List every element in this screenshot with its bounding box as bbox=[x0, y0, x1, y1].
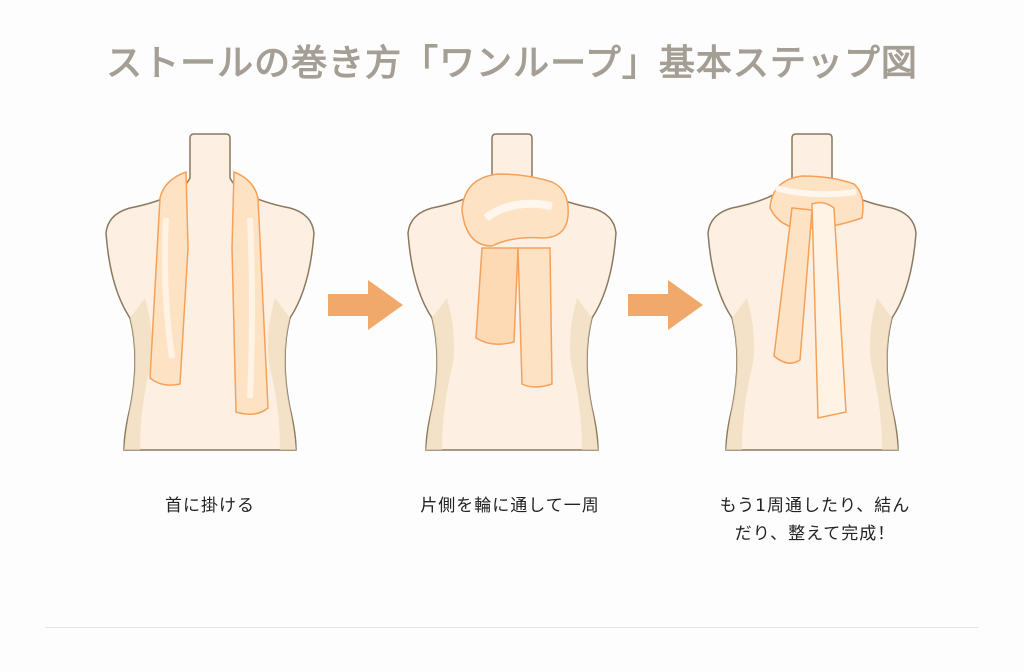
mannequin-icon bbox=[105, 133, 315, 451]
step-3-caption: もう1周通したり、結ん だり、整えて完成！ bbox=[690, 492, 940, 548]
stole-icon bbox=[461, 173, 569, 388]
step-1-illustration bbox=[100, 128, 320, 458]
step-3-illustration bbox=[702, 128, 922, 458]
step-2-caption: 片側を輪に通して一周 bbox=[420, 496, 600, 516]
right-arrow-icon bbox=[328, 280, 403, 330]
step-2-illustration bbox=[402, 128, 622, 458]
step-3-caption-line-1: もう1周通したり、結ん bbox=[719, 496, 911, 516]
step-1-caption: 首に掛ける bbox=[165, 496, 255, 516]
step-3-caption-line-2: だり、整えて完成！ bbox=[734, 524, 896, 544]
divider bbox=[45, 627, 978, 628]
stole-icon bbox=[769, 175, 864, 419]
page-title: ストールの巻き方「ワンループ」基本ステップ図 bbox=[106, 43, 918, 84]
stole-icon bbox=[149, 170, 269, 415]
right-arrow-icon bbox=[628, 280, 703, 330]
